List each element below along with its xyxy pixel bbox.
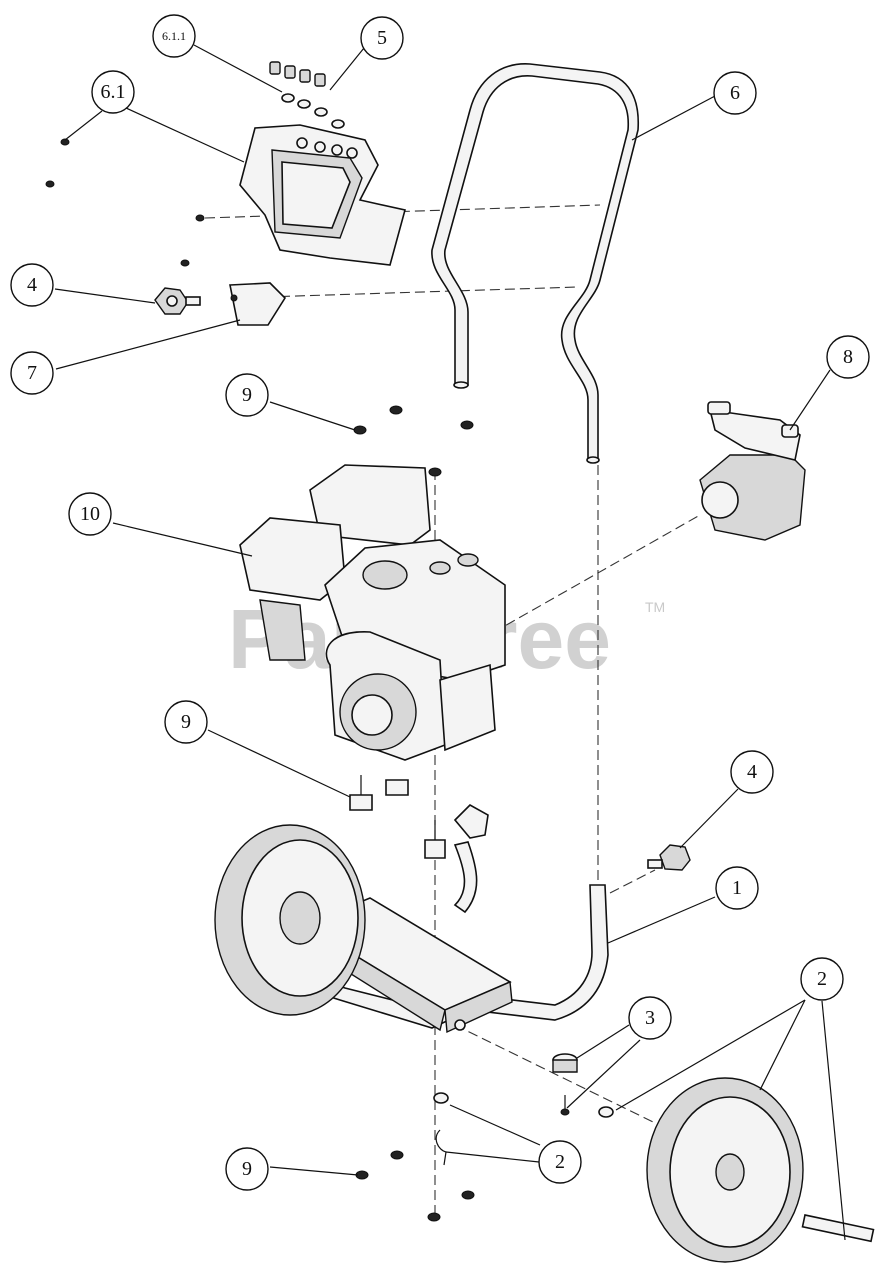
callout-4-right: 4	[730, 750, 774, 794]
handle-knob-right	[647, 844, 691, 871]
hose-hook	[229, 282, 287, 326]
hose-fitting	[453, 804, 489, 914]
svg-text:4: 4	[747, 761, 757, 783]
callout-8: 8	[826, 335, 870, 379]
callout-5: 5	[360, 16, 404, 60]
callout-9-mid: 9	[164, 700, 208, 744]
svg-text:6.1: 6.1	[101, 81, 126, 103]
svg-text:7: 7	[27, 362, 37, 384]
callout-2-bottom: 2	[538, 1140, 582, 1184]
svg-text:9: 9	[242, 384, 252, 406]
engine	[239, 464, 506, 761]
callout-1: 1	[715, 866, 759, 910]
bottom-nuts	[355, 1150, 475, 1222]
watermark-trademark: TM	[645, 599, 665, 615]
svg-text:10: 10	[80, 503, 100, 525]
svg-text:3: 3	[645, 1007, 655, 1029]
pump	[699, 401, 806, 541]
callout-9-bottom: 9	[225, 1147, 269, 1191]
svg-text:6.1.1: 6.1.1	[162, 29, 186, 43]
washers-and-pins	[433, 1092, 614, 1166]
wheel-left	[214, 824, 366, 1016]
callout-7: 7	[10, 351, 54, 395]
panel-screws	[45, 138, 205, 267]
callout-9-top: 9	[225, 373, 269, 417]
handle-knob-top	[154, 287, 201, 315]
wheel-right	[646, 1077, 875, 1263]
callout-10: 10	[68, 492, 112, 536]
callout-3: 3	[628, 996, 672, 1040]
svg-text:9: 9	[242, 1158, 252, 1180]
svg-text:1: 1	[732, 877, 742, 899]
svg-text:4: 4	[27, 274, 37, 296]
svg-text:5: 5	[377, 27, 387, 49]
callout-2-right: 2	[800, 957, 844, 1001]
leader-lines	[54, 44, 846, 1241]
callout-6-1-1: 6.1.1	[152, 14, 196, 58]
rubber-foot	[552, 1053, 578, 1116]
svg-text:2: 2	[817, 968, 827, 990]
svg-text:2: 2	[555, 1151, 565, 1173]
svg-text:9: 9	[181, 711, 191, 733]
svg-text:6: 6	[730, 82, 740, 104]
callout-6-1: 6.1	[91, 70, 135, 114]
handle-frame	[431, 63, 640, 464]
callout-4-top: 4	[10, 263, 54, 307]
control-panel	[239, 124, 406, 266]
svg-text:8: 8	[843, 346, 853, 368]
callout-6: 6	[713, 71, 757, 115]
panel-knobs	[269, 61, 345, 129]
engine-nuts-top	[353, 405, 474, 477]
engine-mounts	[349, 775, 446, 859]
